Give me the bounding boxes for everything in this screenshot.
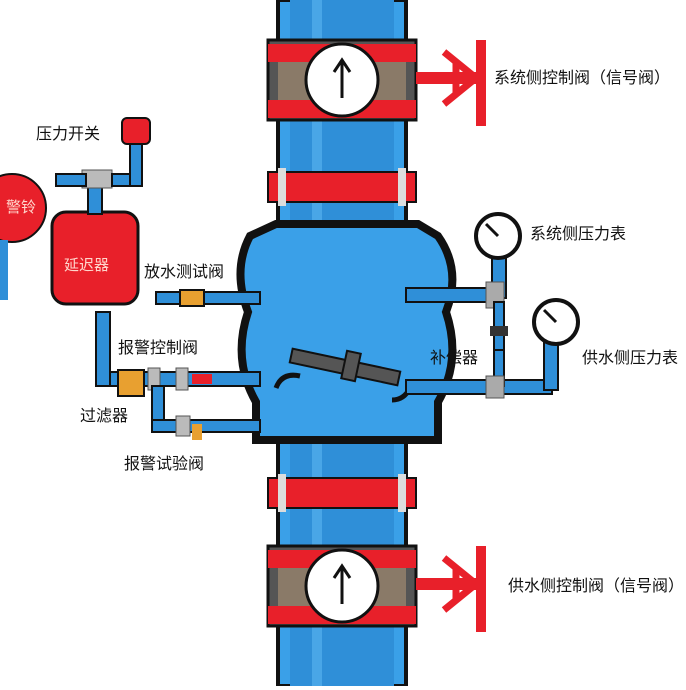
handwheel-icon[interactable] bbox=[441, 546, 486, 632]
label-alarm-control-valve: 报警控制阀 bbox=[118, 338, 199, 357]
system-gauge-line bbox=[405, 212, 522, 353]
drain-test-valve bbox=[179, 289, 205, 307]
alarm-control-valve-handle bbox=[192, 374, 212, 384]
supply-gauge-line bbox=[405, 298, 580, 399]
label-drain-test-valve: 放水测试阀 bbox=[144, 262, 225, 281]
label-filter: 过滤器 bbox=[80, 406, 129, 425]
up-arrow-icon bbox=[332, 563, 352, 604]
label-compensator: 补偿器 bbox=[430, 348, 479, 367]
supply-control-valve[interactable] bbox=[266, 544, 486, 632]
pressure-switch bbox=[121, 117, 151, 145]
alarm-test-valve-handle bbox=[192, 424, 202, 440]
upper-flange bbox=[267, 171, 417, 203]
alarm-valve-body bbox=[236, 220, 457, 444]
alarm-bell bbox=[0, 173, 47, 243]
label-system-pressure-gauge: 系统侧压力表 bbox=[530, 224, 627, 243]
filter-body bbox=[117, 369, 145, 397]
label-supply-control-valve: 供水侧控制阀（信号阀） bbox=[508, 576, 685, 595]
system-control-valve[interactable] bbox=[266, 38, 486, 126]
up-arrow-icon bbox=[332, 57, 352, 98]
label-system-control-valve: 系统侧控制阀（信号阀） bbox=[494, 68, 671, 87]
lower-flange bbox=[267, 477, 417, 509]
label-alarm-test-valve: 报警试验阀 bbox=[124, 454, 205, 473]
label-retard-chamber: 延迟器 bbox=[64, 256, 110, 274]
label-supply-pressure-gauge: 供水侧压力表 bbox=[582, 348, 679, 367]
left-trim-piping bbox=[0, 117, 261, 440]
label-alarm-bell: 警铃 bbox=[6, 198, 37, 216]
label-pressure-switch: 压力开关 bbox=[36, 124, 101, 143]
handwheel-icon[interactable] bbox=[441, 40, 486, 126]
